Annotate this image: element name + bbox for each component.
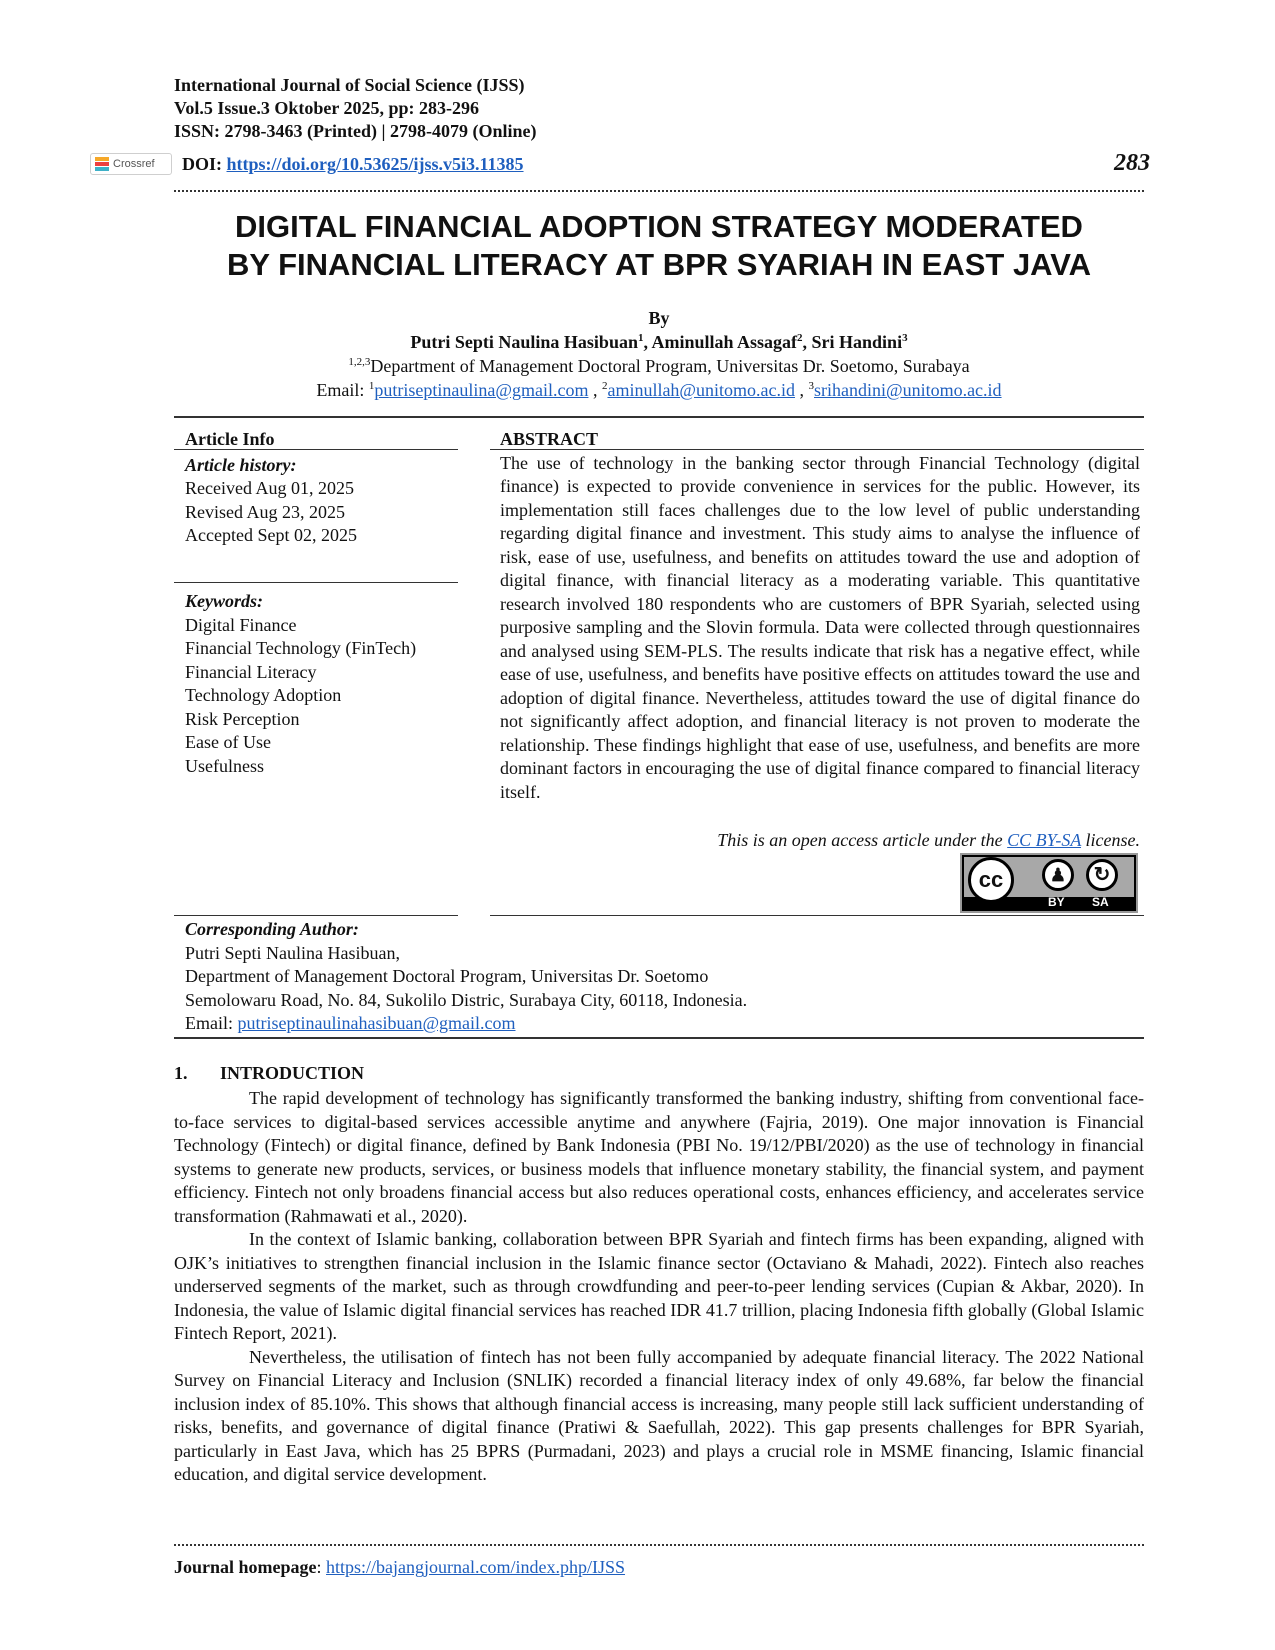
section-title: INTRODUCTION	[220, 1063, 365, 1083]
author-sup: 3	[902, 332, 908, 344]
keywords-rule	[174, 582, 458, 583]
corresponding-rule-left	[174, 915, 458, 916]
affiliation-sup: 1,2,3	[348, 356, 371, 368]
introduction-body: The rapid development of technology has …	[174, 1087, 1144, 1487]
author-sup: 1	[637, 332, 644, 344]
share-alike-icon: ↻	[1086, 859, 1118, 891]
cc-icon: cc	[968, 857, 1014, 903]
author-list: Putri Septi Naulina Hasibuan1, Aminullah…	[410, 332, 908, 352]
license-link[interactable]: CC BY-SA	[1007, 830, 1082, 850]
email-link[interactable]: srihandini@unitomo.ac.id	[814, 380, 1002, 400]
corresponding-name: Putri Septi Naulina Hasibuan,	[185, 942, 400, 963]
doi-label: DOI:	[182, 154, 227, 174]
paragraph: The rapid development of technology has …	[174, 1088, 1144, 1226]
corresponding-email-line: Email: putriseptinaulinahasibuan@gmail.c…	[185, 1012, 747, 1036]
crossref-label: Crossref	[113, 158, 155, 170]
email-label: Email:	[316, 380, 369, 400]
corresponding-dept: Department of Management Doctoral Progra…	[185, 966, 709, 986]
received-date: Received Aug 01, 2025	[185, 478, 354, 498]
keyword-item: Usefulness	[185, 755, 264, 776]
accepted-date: Accepted Sept 02, 2025	[185, 525, 357, 545]
info-heading-rule	[174, 449, 458, 450]
issn-info: ISSN: 2798-3463 (Printed) | 2798-4079 (O…	[174, 121, 537, 141]
title-line-2: BY FINANCIAL LITERACY AT BPR SYARIAH IN …	[226, 247, 1092, 282]
license-note: This is an open access article under the…	[500, 830, 1140, 851]
volume-info: Vol.5 Issue.3 Oktober 2025, pp: 283-296	[174, 98, 480, 118]
article-info-heading: Article Info	[185, 429, 275, 449]
doi-row: Crossref DOI: https://doi.org/10.53625/i…	[90, 150, 1150, 180]
history-heading: Article history:	[185, 454, 297, 475]
corresponding-rule-right	[490, 915, 1144, 916]
abstract: ABSTRACT The use of technology in the ba…	[500, 428, 1140, 804]
keyword-item: Risk Perception	[185, 708, 300, 729]
affiliation: 1,2,3Department of Management Doctoral P…	[174, 356, 1144, 377]
email-sup: 1	[368, 380, 375, 392]
abstract-text: The use of technology in the banking sec…	[500, 452, 1140, 802]
cc-by-sa-badge[interactable]: cc ♟ ↻ BY SA	[960, 853, 1138, 913]
keyword-item: Financial Technology (FinTech)	[185, 638, 417, 658]
email-sup: 3	[808, 380, 815, 392]
corresponding-author: Corresponding Author: Putri Septi Naulin…	[185, 918, 747, 1036]
email-sup: 2	[601, 380, 608, 392]
corresponding-address: Semolowaru Road, No. 84, Sukolilo Distri…	[185, 989, 748, 1010]
author-name: Sri Handini	[811, 332, 903, 352]
license-pre: This is an open access article under the	[717, 830, 1008, 850]
crossref-badge[interactable]: Crossref	[90, 153, 172, 175]
affiliation-text: Department of Management Doctoral Progra…	[370, 356, 970, 376]
keyword-item: Digital Finance	[185, 614, 297, 635]
doi-line: DOI: https://doi.org/10.53625/ijss.v5i3.…	[182, 154, 524, 175]
author-name: Putri Septi Naulina Hasibuan	[410, 332, 638, 352]
email-link[interactable]: putriseptinaulina@gmail.com	[374, 380, 589, 400]
article-info: Article Info Article history: Received A…	[185, 428, 357, 548]
keyword-item: Financial Literacy	[185, 661, 317, 682]
keyword-item: Technology Adoption	[185, 685, 342, 705]
abstract-heading-rule	[490, 449, 1144, 450]
info-top-rule	[174, 416, 1144, 418]
footer-colon: :	[316, 1557, 327, 1577]
abstract-heading: ABSTRACT	[500, 429, 599, 449]
badge-sa-label: SA	[1092, 895, 1109, 909]
page-number: 283	[1114, 150, 1150, 176]
journal-name: International Journal of Social Science …	[174, 75, 525, 95]
title-line-1: DIGITAL FINANCIAL ADOPTION STRATEGY MODE…	[235, 209, 1083, 244]
header-divider	[174, 190, 1144, 192]
corresponding-email-link[interactable]: putriseptinaulinahasibuan@gmail.com	[237, 1013, 516, 1033]
homepage-link[interactable]: https://bajangjournal.com/index.php/IJSS	[326, 1557, 626, 1577]
author-name: Aminullah Assagaf	[651, 332, 798, 352]
badge-by-label: BY	[1048, 895, 1065, 909]
journal-footer: Journal homepage: https://bajangjournal.…	[174, 1557, 625, 1578]
person-icon: ♟	[1042, 859, 1074, 891]
keywords-block: Keywords: Digital Finance Financial Tech…	[185, 590, 416, 778]
keyword-item: Ease of Use	[185, 732, 271, 752]
paragraph: In the context of Islamic banking, colla…	[174, 1229, 1144, 1343]
keywords-heading: Keywords:	[185, 591, 263, 611]
corresponding-email-label: Email:	[185, 1013, 238, 1033]
footer-label: Journal homepage	[174, 1557, 317, 1577]
by-label: By	[648, 308, 670, 328]
doi-link[interactable]: https://doi.org/10.53625/ijss.v5i3.11385	[226, 154, 524, 174]
section-heading: 1. INTRODUCTION	[174, 1063, 364, 1084]
crossref-logo-icon	[95, 157, 109, 171]
section-number: 1.	[174, 1063, 188, 1083]
corresponding-heading: Corresponding Author:	[185, 919, 359, 939]
license-post: license.	[1081, 830, 1140, 850]
email-link[interactable]: aminullah@unitomo.ac.id	[607, 380, 795, 400]
author-sup: 2	[797, 332, 803, 344]
footer-divider	[174, 1544, 1144, 1546]
author-emails: Email: 1putriseptinaulina@gmail.com , 2a…	[316, 380, 1002, 400]
info-bottom-rule	[174, 1037, 1144, 1039]
paragraph: Nevertheless, the utilisation of fintech…	[174, 1346, 1144, 1485]
paper-title: DIGITAL FINANCIAL ADOPTION STRATEGY MODE…	[174, 208, 1144, 284]
revised-date: Revised Aug 23, 2025	[185, 501, 345, 522]
journal-header: International Journal of Social Science …	[174, 74, 536, 143]
